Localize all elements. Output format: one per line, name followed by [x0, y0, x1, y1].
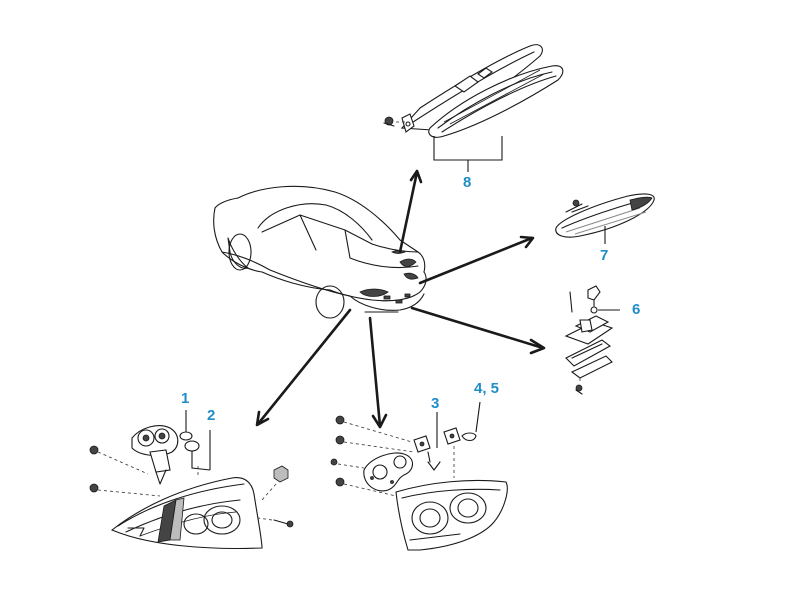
callout-8: 8 — [463, 174, 472, 191]
callout-1: 1 — [181, 390, 190, 407]
side-marker-lamp — [555, 193, 655, 244]
third-brake-light — [383, 44, 564, 172]
pointer-arrows — [255, 169, 546, 429]
callout-2: 2 — [207, 407, 216, 424]
callout-4-5: 4, 5 — [474, 380, 500, 397]
outer-tail-lamp — [89, 410, 294, 550]
license-plate-light — [564, 285, 620, 395]
car-outline — [213, 185, 427, 319]
callout-3: 3 — [431, 395, 440, 412]
callout-7: 7 — [600, 247, 609, 264]
inner-tail-lamp — [330, 401, 508, 551]
callout-6: 6 — [632, 301, 641, 318]
